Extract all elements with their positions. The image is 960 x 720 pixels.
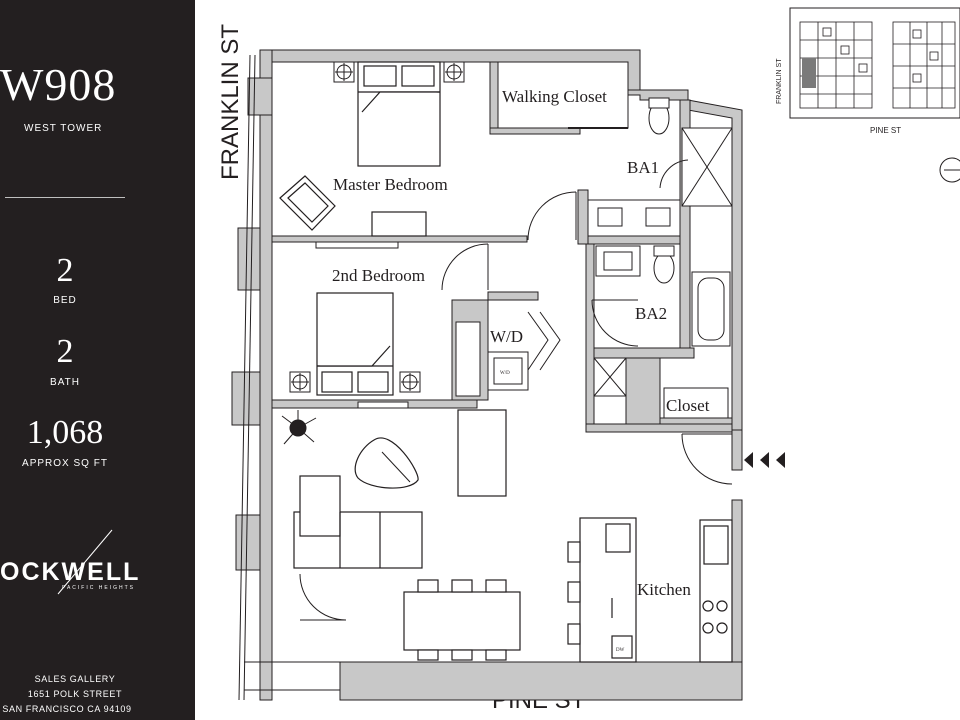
plant-icon bbox=[281, 410, 317, 445]
wardrobe bbox=[455, 321, 481, 397]
key-plan: FRANKLIN ST PINE ST bbox=[776, 7, 960, 135]
kitchen-island: DW bbox=[567, 517, 637, 663]
divider bbox=[5, 197, 125, 198]
ba2-fixtures bbox=[593, 245, 731, 397]
bed-label: BED bbox=[53, 295, 77, 306]
sofa bbox=[293, 475, 423, 569]
second-bed bbox=[316, 292, 394, 396]
north-arrow-icon bbox=[939, 157, 960, 183]
ba2-label: BA2 bbox=[635, 304, 667, 323]
master-dresser bbox=[371, 211, 427, 237]
closet-label: Closet bbox=[666, 396, 710, 415]
bath-label: BATH bbox=[50, 377, 80, 388]
key-plan-unit-highlight bbox=[802, 58, 816, 88]
second-nightstand-icon bbox=[289, 371, 421, 393]
franklin-windows bbox=[238, 54, 340, 701]
loveseat bbox=[457, 409, 507, 497]
brand-name: OCKWELL bbox=[0, 558, 141, 586]
walking-closet-label: Walking Closet bbox=[502, 87, 607, 106]
coffee-table-detail bbox=[381, 451, 411, 483]
brand-slash-mark bbox=[57, 529, 113, 595]
bed-count: 2 bbox=[56, 252, 74, 289]
master-bedroom-label: Master Bedroom bbox=[333, 175, 448, 194]
wd-bifold-door bbox=[527, 311, 549, 371]
floor-plan: FRANKLIN ST PINE ST FRANKLIN ST PINE ST bbox=[217, 7, 960, 714]
closet-outlines bbox=[497, 61, 729, 419]
unit-number: W908 bbox=[0, 59, 117, 110]
nightstand-lamp-icon bbox=[333, 61, 465, 83]
key-plan-pine-label: PINE ST bbox=[870, 126, 901, 135]
entry-arrows-icon bbox=[744, 452, 785, 468]
ba1-fixtures bbox=[587, 97, 733, 237]
wd-bifold-door-2 bbox=[539, 311, 561, 371]
ba1-label: BA1 bbox=[627, 158, 659, 177]
franklin-street-label: FRANKLIN ST bbox=[217, 24, 244, 180]
dishwasher-label: DW bbox=[616, 648, 625, 653]
master-armchair bbox=[279, 175, 336, 231]
key-plan-franklin-label: FRANKLIN ST bbox=[776, 58, 783, 104]
kitchen-label: Kitchen bbox=[637, 580, 691, 599]
sales-gallery-title: SALES GALLERY bbox=[34, 674, 116, 684]
washer-dryer: W/D bbox=[487, 351, 529, 391]
brand-subtitle: PACIFIC HEIGHTS bbox=[62, 585, 135, 591]
master-bed bbox=[357, 61, 441, 167]
second-bedroom-label: 2nd Bedroom bbox=[332, 266, 425, 285]
coffee-table bbox=[354, 437, 419, 489]
dining-table bbox=[403, 579, 521, 661]
unit-info-sidebar: W908 WEST TOWER 2 BED 2 BATH 1,068 APPRO… bbox=[0, 0, 195, 720]
sqft-value: 1,068 bbox=[26, 414, 104, 451]
sales-gallery-city: SAN FRANCISCO CA 94109 bbox=[2, 704, 132, 714]
living-tv bbox=[357, 401, 409, 409]
wd-label: W/D bbox=[490, 327, 523, 346]
bath-count: 2 bbox=[56, 333, 74, 370]
second-desk bbox=[315, 241, 399, 249]
wd-machine-label: W/D bbox=[500, 371, 510, 376]
tower-name: WEST TOWER bbox=[24, 123, 103, 134]
sales-gallery-street: 1651 POLK STREET bbox=[27, 689, 123, 699]
sqft-label: APPROX SQ FT bbox=[22, 458, 108, 469]
kitchen-counter bbox=[699, 519, 733, 663]
door-swings bbox=[299, 159, 733, 621]
